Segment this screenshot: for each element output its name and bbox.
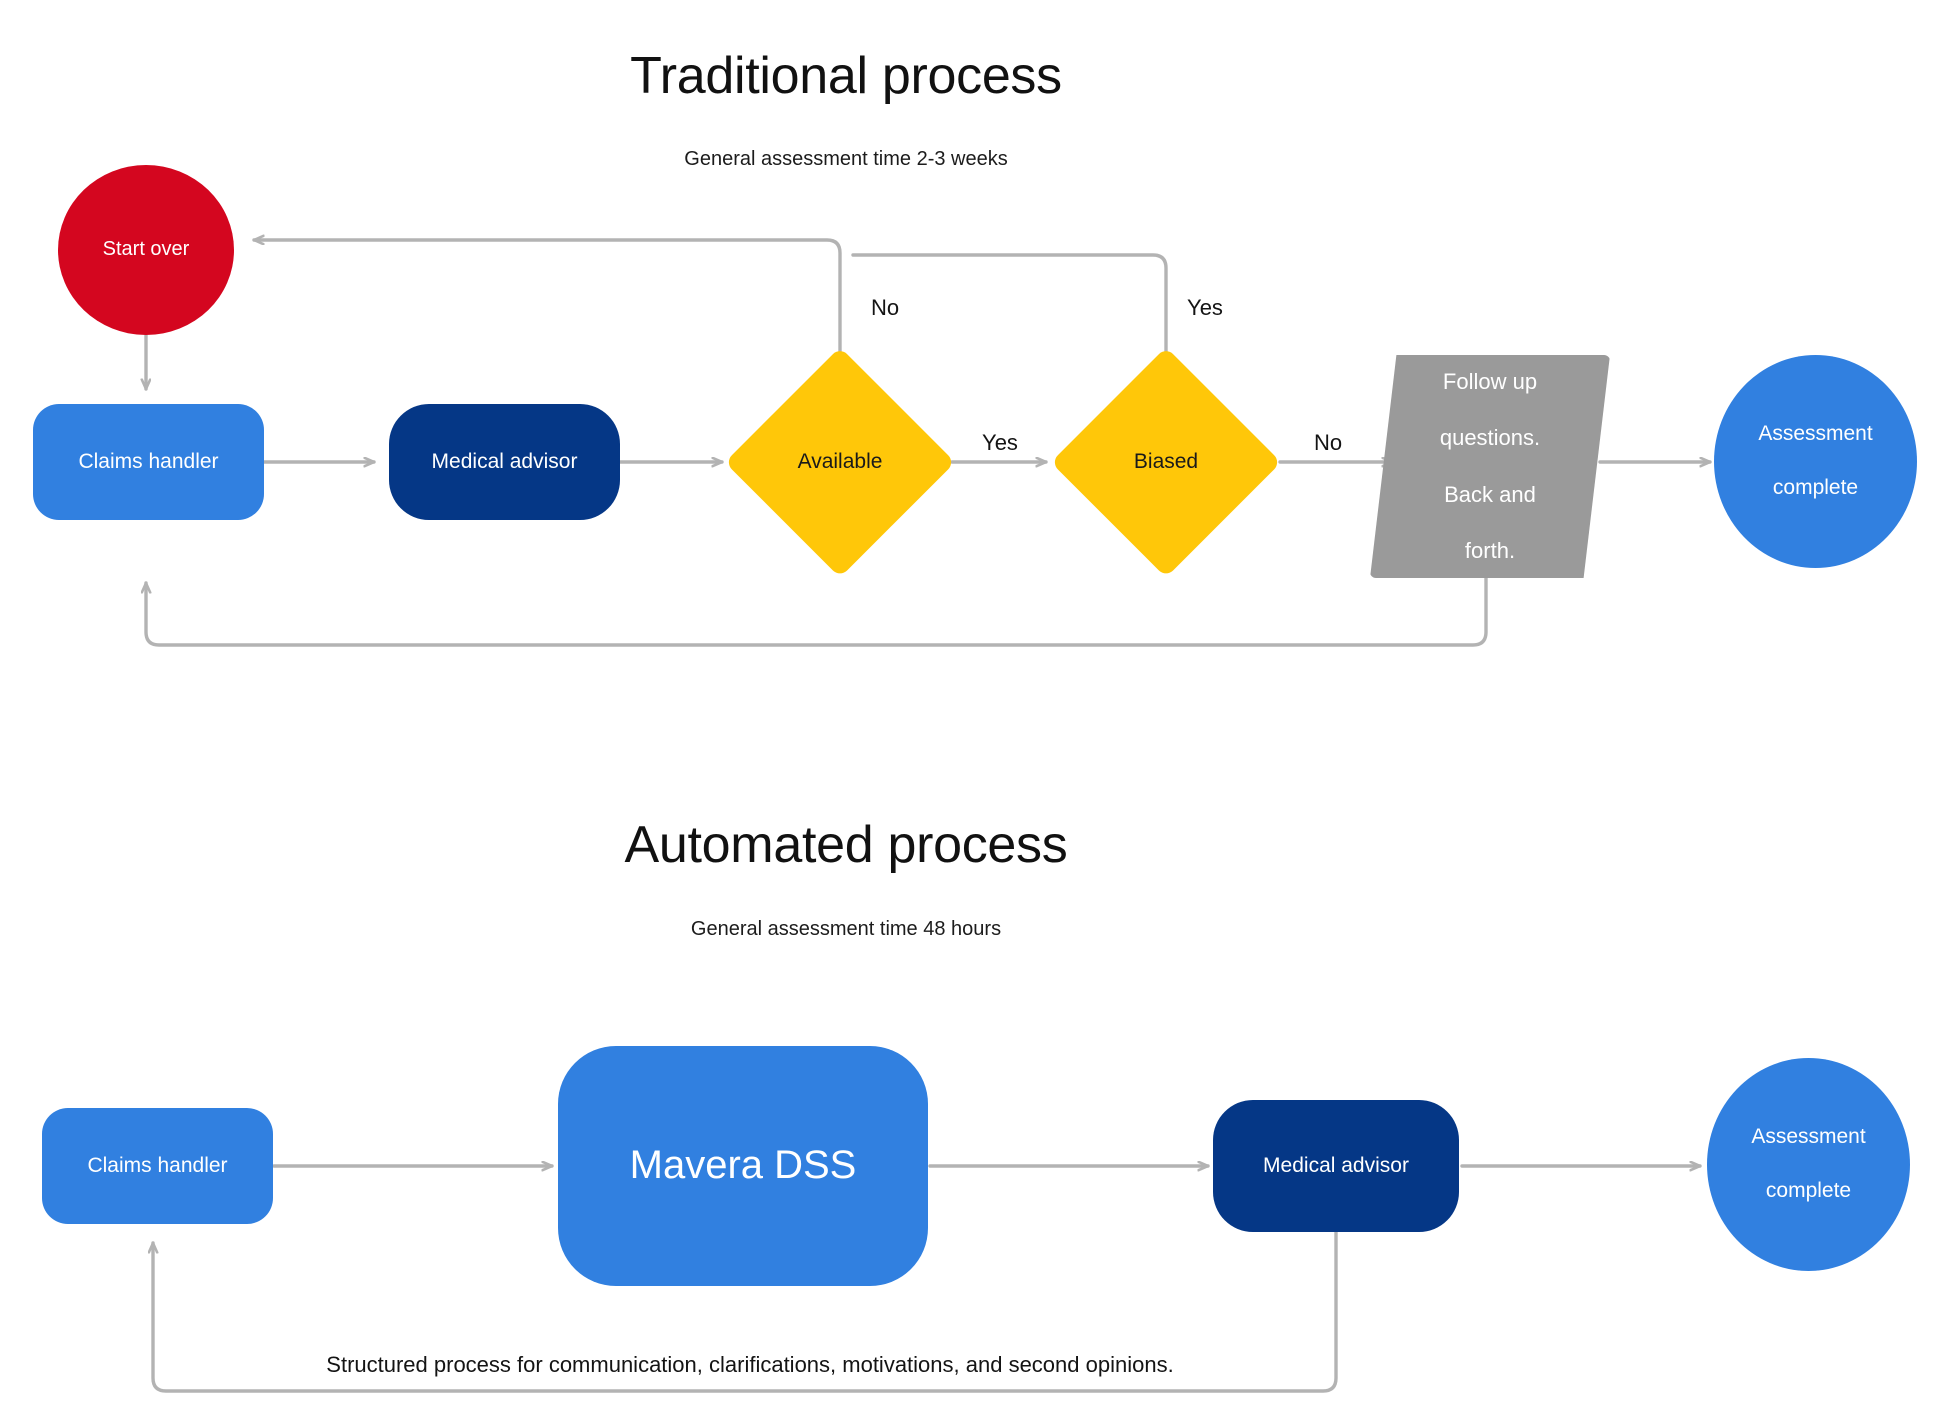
assessment-line-2: complete bbox=[1772, 475, 1859, 499]
node-medical-advisor-label: Medical advisor bbox=[431, 449, 578, 473]
assessment-line-1: Assessment bbox=[1758, 422, 1873, 446]
automated-loop-caption: Structured process for communication, cl… bbox=[326, 1352, 1174, 1377]
node-follow-up[interactable]: Follow up questions. Back and forth. bbox=[1370, 355, 1610, 578]
node-follow-up-label: Follow up questions. Back and forth. bbox=[1440, 368, 1540, 565]
edge-medicaladvisorauto-to-claimshandlerauto-return bbox=[153, 1230, 1338, 1393]
automated-section-title: Automated process bbox=[624, 816, 1068, 874]
edge-label-available-yes: Yes bbox=[982, 430, 1018, 455]
follow-up-line-2: questions. bbox=[1439, 425, 1541, 451]
node-mavera-dss[interactable]: Mavera DSS bbox=[558, 1046, 928, 1286]
follow-up-line-4: forth. bbox=[1464, 537, 1516, 563]
node-assessment-complete-label: Assessment complete bbox=[1758, 421, 1872, 502]
node-biased-label: Biased bbox=[1133, 449, 1199, 473]
edge-label-biased-yes: Yes bbox=[1187, 295, 1223, 320]
node-claims-handler-auto[interactable]: Claims handler bbox=[42, 1108, 273, 1224]
node-start-over[interactable]: Start over bbox=[58, 165, 234, 335]
node-claims-handler[interactable]: Claims handler bbox=[33, 404, 264, 520]
edge-label-biased-no: No bbox=[1313, 430, 1343, 455]
node-medical-advisor[interactable]: Medical advisor bbox=[389, 404, 620, 520]
node-claims-handler-auto-label: Claims handler bbox=[87, 1153, 228, 1177]
automated-section-subtitle: General assessment time 48 hours bbox=[690, 918, 1002, 940]
node-assessment-complete-auto-label: Assessment complete bbox=[1751, 1124, 1865, 1205]
node-available[interactable]: Available bbox=[725, 347, 955, 577]
node-biased[interactable]: Biased bbox=[1051, 347, 1281, 577]
assessment-auto-line-1: Assessment bbox=[1751, 1125, 1866, 1149]
node-start-over-label: Start over bbox=[102, 238, 190, 261]
node-available-label: Available bbox=[797, 449, 883, 473]
parallelogram-shape bbox=[1370, 355, 1610, 578]
node-medical-advisor-auto[interactable]: Medical advisor bbox=[1213, 1100, 1459, 1232]
node-assessment-complete[interactable]: Assessment complete bbox=[1714, 355, 1917, 568]
node-claims-handler-label: Claims handler bbox=[78, 449, 219, 473]
traditional-section-subtitle: General assessment time 2-3 weeks bbox=[684, 148, 1008, 170]
node-medical-advisor-auto-label: Medical advisor bbox=[1263, 1153, 1409, 1177]
edge-available-no-to-startover bbox=[252, 240, 842, 360]
follow-up-line-3: Back and bbox=[1444, 481, 1536, 507]
edge-followup-to-claimshandler-return bbox=[146, 576, 1488, 647]
edge-biased-yes-to-startover bbox=[851, 253, 1168, 360]
follow-up-line-1: Follow up bbox=[1442, 368, 1538, 394]
node-assessment-complete-auto[interactable]: Assessment complete bbox=[1707, 1058, 1910, 1271]
node-mavera-dss-label: Mavera DSS bbox=[629, 1143, 857, 1188]
edge-label-available-no: No bbox=[870, 295, 900, 320]
assessment-auto-line-2: complete bbox=[1765, 1178, 1852, 1202]
traditional-section-title: Traditional process bbox=[630, 47, 1062, 105]
